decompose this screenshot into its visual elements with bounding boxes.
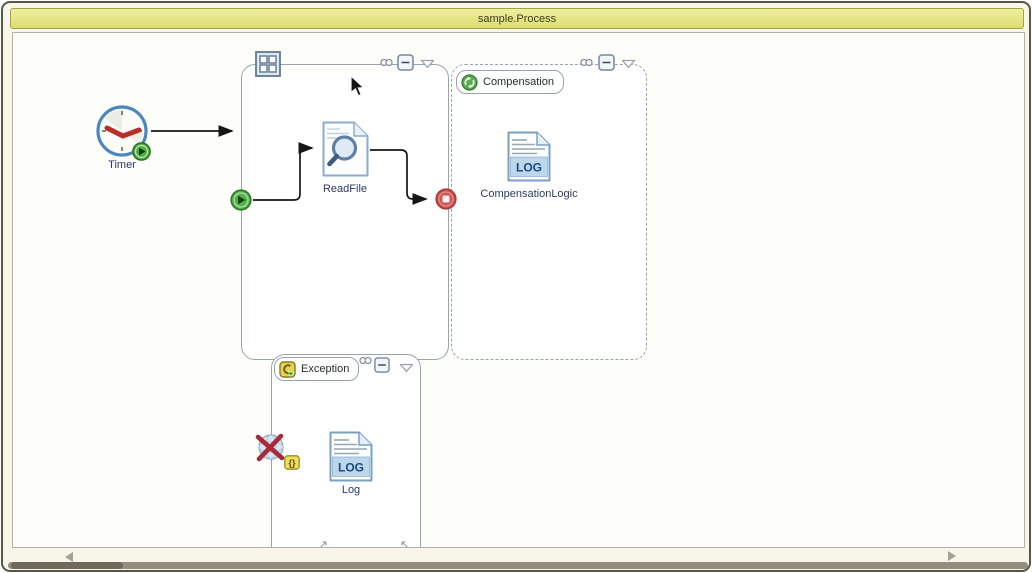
compensation-label: Compensation <box>483 76 554 88</box>
chevron-down-icon[interactable] <box>420 59 435 69</box>
overflow-indicator-icon <box>318 541 328 547</box>
readfile-document-icon <box>322 121 369 177</box>
scroll-left-arrow[interactable] <box>65 552 73 562</box>
svg-text:LOG: LOG <box>338 461 364 475</box>
design-canvas[interactable]: Timer <box>12 32 1025 548</box>
collapse-button[interactable] <box>598 54 615 71</box>
collapse-button[interactable] <box>397 54 414 71</box>
grid-icon[interactable] <box>255 51 281 77</box>
log-activity[interactable]: LOG <box>329 431 373 482</box>
end-event-icon[interactable] <box>435 188 457 210</box>
exception-icon <box>279 360 296 378</box>
compensationlogic-activity[interactable]: LOG <box>507 131 551 182</box>
timer-node[interactable] <box>96 105 148 157</box>
overflow-indicator-icon <box>400 541 410 547</box>
scrollbar-thumb[interactable] <box>11 562 123 569</box>
start-event-icon[interactable] <box>230 189 252 211</box>
scroll-right-arrow[interactable] <box>948 551 956 561</box>
link-icon[interactable] <box>580 58 593 67</box>
catch-error-icon[interactable] <box>254 431 288 465</box>
readfile-activity[interactable] <box>322 121 369 177</box>
timer-clock-icon <box>96 105 148 157</box>
log-label: Log <box>341 484 361 496</box>
horizontal-scrollbar[interactable] <box>8 562 1028 569</box>
svg-text:{}: {} <box>288 458 296 468</box>
compensation-label-chip[interactable]: Compensation <box>456 70 564 94</box>
log-document-icon: LOG <box>507 131 551 182</box>
chevron-down-icon[interactable] <box>621 59 636 69</box>
window-title: sample.Process <box>477 12 557 25</box>
chevron-down-icon[interactable] <box>399 363 414 373</box>
compensationlogic-label: CompensationLogic <box>480 188 578 200</box>
timer-play-badge-icon[interactable] <box>132 142 151 161</box>
svg-text:LOG: LOG <box>516 161 542 175</box>
magnifier-icon <box>327 135 358 167</box>
braces-badge-icon: {} <box>284 455 300 470</box>
readfile-label: ReadFile <box>322 183 368 195</box>
link-icon[interactable] <box>359 356 372 365</box>
exception-label: Exception <box>301 363 350 375</box>
main-scope-group[interactable] <box>241 64 449 360</box>
timer-label: Timer <box>108 159 136 171</box>
compensation-icon <box>461 73 478 91</box>
title-bar[interactable]: sample.Process <box>10 8 1024 29</box>
collapse-button[interactable] <box>374 357 390 373</box>
compensation-group[interactable] <box>451 64 647 360</box>
link-icon[interactable] <box>380 58 393 67</box>
log-document-icon: LOG <box>329 431 373 482</box>
exception-label-chip[interactable]: Exception <box>274 357 360 381</box>
